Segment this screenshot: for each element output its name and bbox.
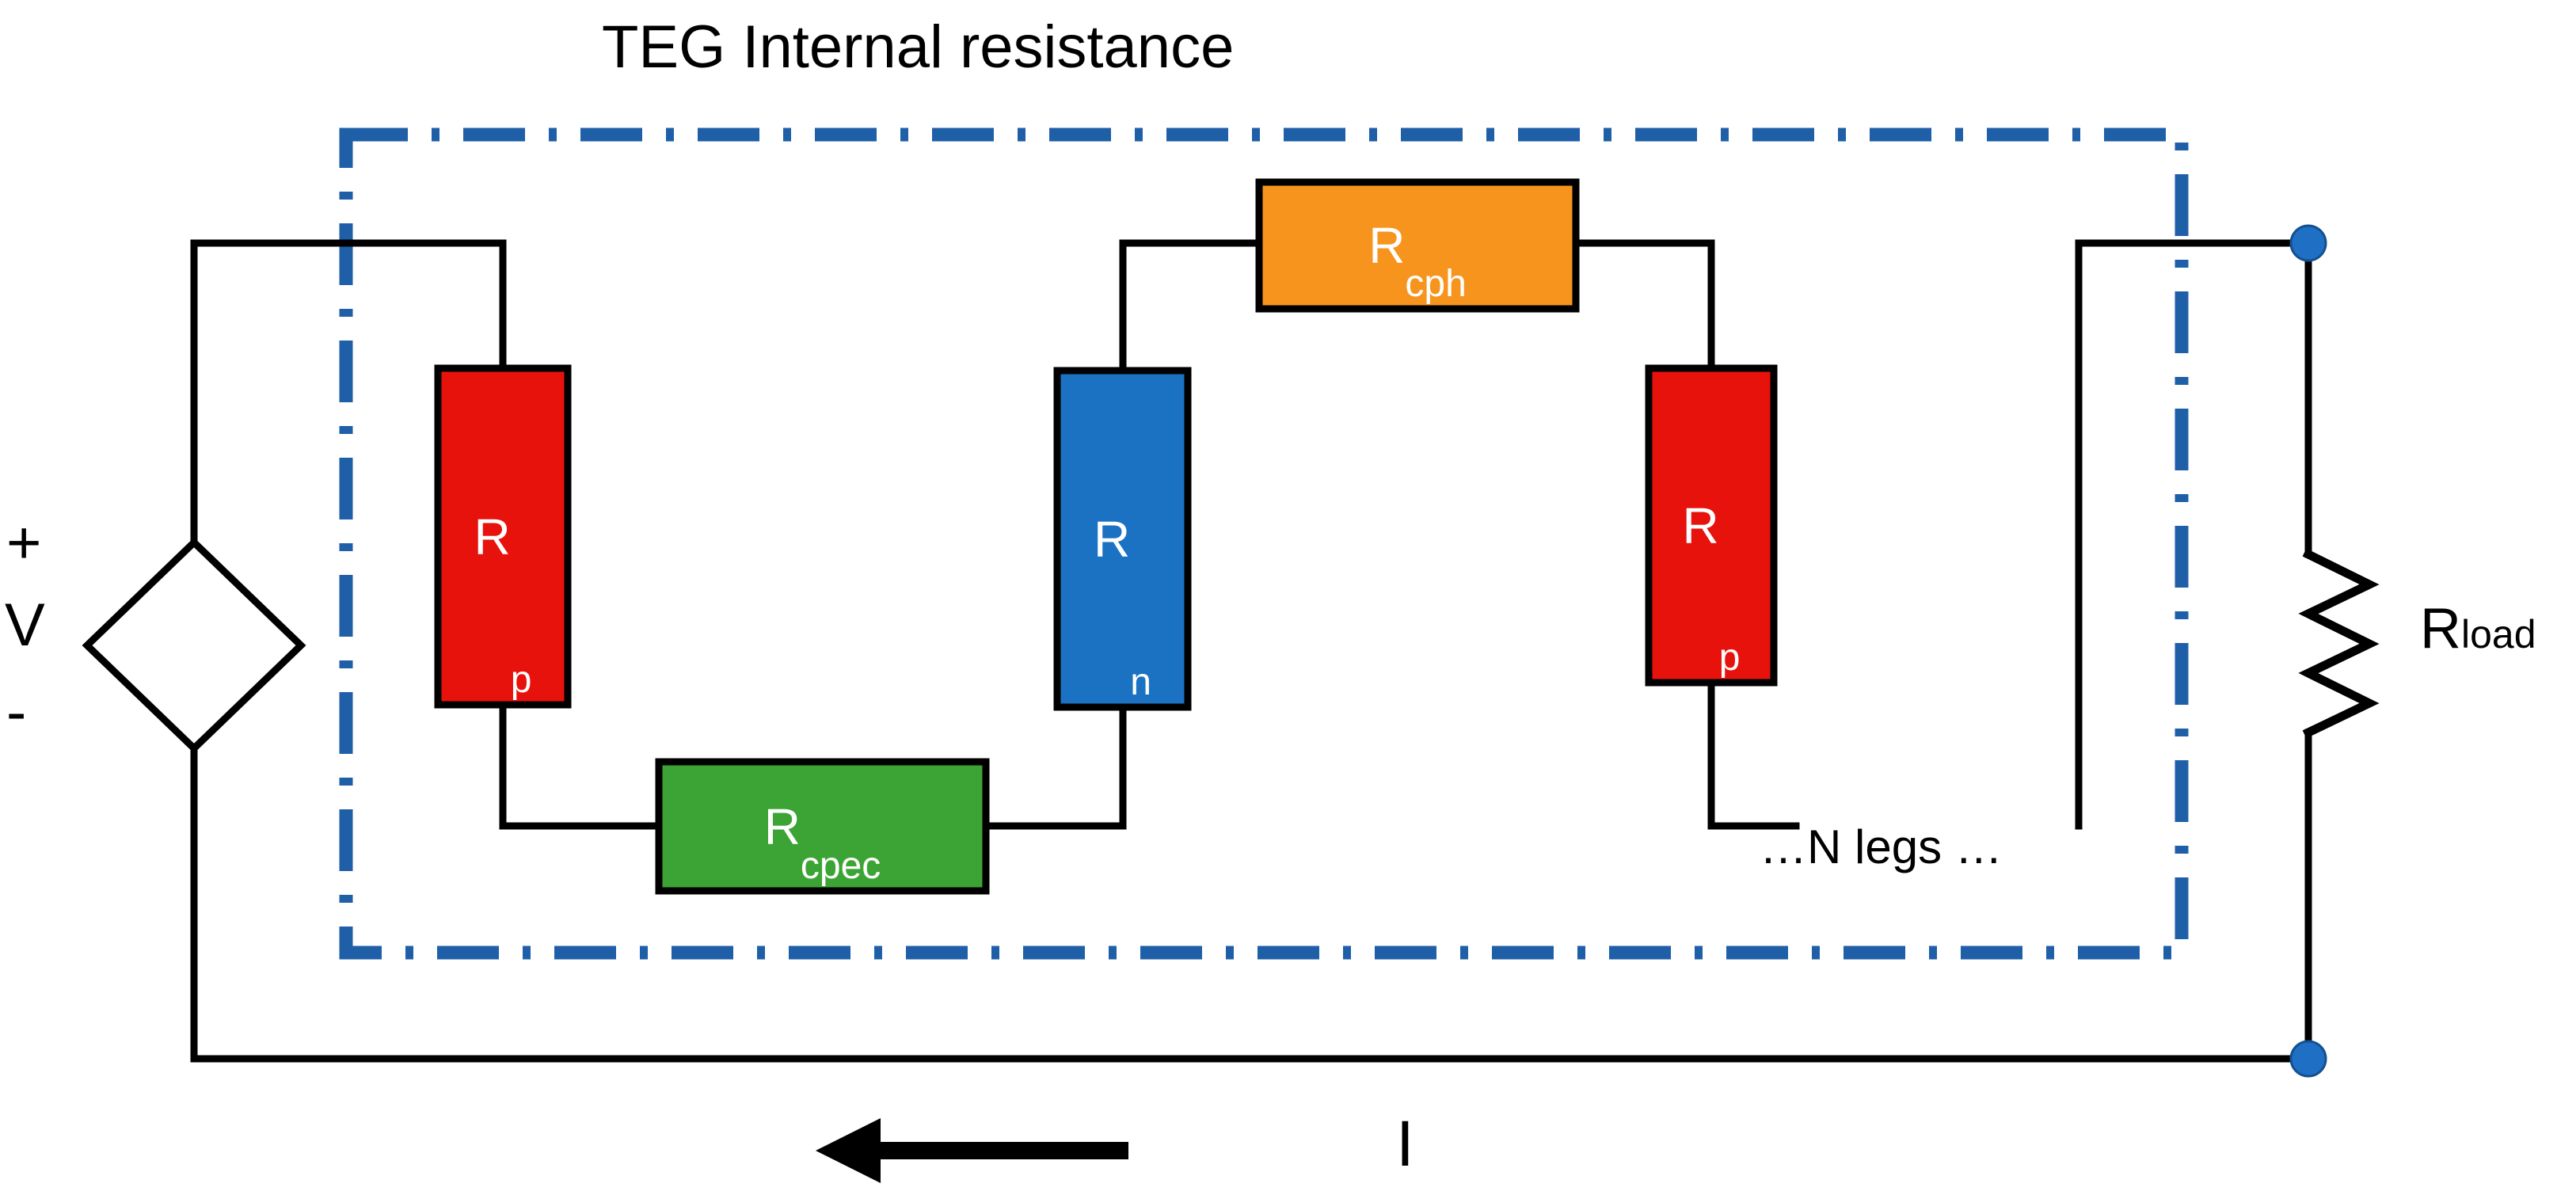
wire-rp-right-to-n-legs bbox=[1707, 679, 1800, 830]
wire-rp-left-to-rcpec bbox=[499, 701, 663, 830]
source-polarity-plus: + bbox=[6, 509, 42, 576]
current-direction-arrow bbox=[816, 1118, 1128, 1183]
wire-rcph-to-rp-right bbox=[1572, 239, 1715, 372]
wire-rn-to-rcph bbox=[1119, 239, 1263, 375]
resistor-rcpec-box bbox=[655, 758, 990, 895]
resistor-rp-right-box bbox=[1645, 364, 1778, 687]
source-polarity-minus: - bbox=[6, 679, 27, 746]
wire-source-bottom-to-terminal bbox=[190, 744, 2312, 1063]
terminal-dot-negative bbox=[2289, 1040, 2327, 1078]
page-title: TEG Internal resistance bbox=[602, 13, 1235, 81]
wire-source-top-to-rp-left bbox=[190, 239, 507, 546]
resistor-rload-sub: load bbox=[2461, 612, 2536, 656]
resistor-rload-zigzag bbox=[2298, 548, 2380, 739]
resistor-rn-box bbox=[1053, 367, 1192, 711]
resistor-rcph-box bbox=[1255, 178, 1580, 313]
resistor-rload-label: Rload bbox=[2420, 600, 2536, 657]
resistor-rload-base: R bbox=[2420, 597, 2461, 660]
n-legs-annotation: …N legs … bbox=[1760, 820, 2003, 873]
terminal-dot-positive bbox=[2289, 224, 2327, 262]
voltage-source-diamond bbox=[82, 537, 306, 754]
resistor-rp-left-box bbox=[434, 364, 572, 709]
wire-last-leg-to-terminal bbox=[2075, 239, 2312, 830]
source-voltage-label: V bbox=[5, 592, 45, 659]
wire-rcpec-to-rn bbox=[982, 703, 1127, 830]
teg-boundary-dashed-box bbox=[339, 127, 2189, 960]
current-label: I bbox=[1396, 1108, 1414, 1180]
